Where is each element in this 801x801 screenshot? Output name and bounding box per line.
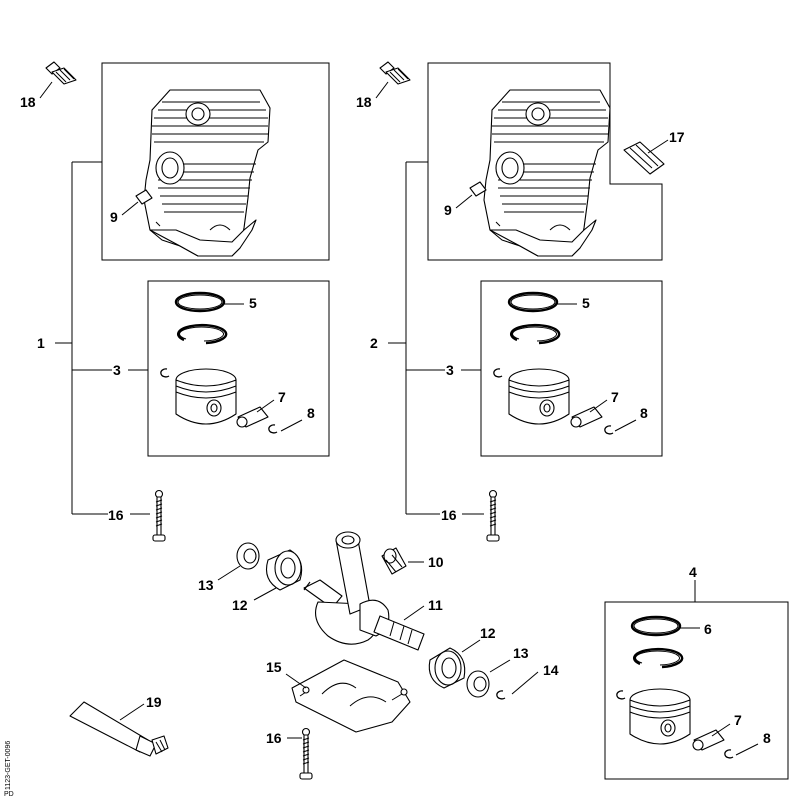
- label-9-right: 9: [444, 202, 452, 218]
- cylinder-frame-right: [427, 62, 663, 261]
- piston-set-4: 4 6 7 8: [604, 564, 789, 780]
- screw-right: [486, 489, 500, 542]
- oil-seal-left: [236, 542, 260, 570]
- label-11: 11: [428, 597, 443, 613]
- piston-rings-4: [630, 615, 684, 669]
- decompression-valve-17: [623, 141, 665, 175]
- label-17: 17: [669, 129, 685, 145]
- group-right: 18 17 9 5 7 8 2 3 16: [356, 61, 685, 542]
- label-18-left: 18: [20, 94, 36, 110]
- screw-bottom: [299, 727, 313, 780]
- snap-ring-14: [496, 690, 506, 700]
- decomp-valve-right: [379, 61, 411, 85]
- piston-pin-4: [692, 729, 725, 751]
- label-10: 10: [428, 554, 444, 570]
- label-3-right: 3: [446, 362, 454, 378]
- label-16-right: 16: [441, 507, 457, 523]
- label-7-set4: 7: [734, 712, 742, 728]
- label-4: 4: [689, 564, 697, 580]
- label-15: 15: [266, 659, 282, 675]
- piston-pin-left: [236, 406, 269, 428]
- label-3-left: 3: [113, 362, 121, 378]
- group-left: 18 9 5 7 8 1 3 16: [20, 61, 330, 542]
- label-8-set4: 8: [763, 730, 771, 746]
- label-13-right: 13: [513, 645, 529, 661]
- piston-frame-left: [147, 280, 330, 457]
- label-5-left: 5: [249, 295, 257, 311]
- label-13-left: 13: [198, 577, 214, 593]
- snap-ring-small-right: [493, 368, 503, 378]
- cylinder-left: [143, 89, 271, 257]
- ball-bearing-right: [428, 647, 466, 689]
- piston-frame-right: [480, 280, 663, 457]
- piston-4: [629, 688, 691, 745]
- label-6: 6: [704, 621, 712, 637]
- grease-tube: [69, 701, 169, 757]
- label-2: 2: [370, 335, 378, 351]
- cylinder-right: [483, 89, 611, 257]
- label-12-left: 12: [232, 597, 248, 613]
- decomp-valve-left: [45, 61, 77, 85]
- snap-ring-small-left: [160, 368, 170, 378]
- label-19: 19: [146, 694, 162, 710]
- label-18-right: 18: [356, 94, 372, 110]
- label-12-right: 12: [480, 625, 496, 641]
- piston-rings-left: [174, 291, 228, 345]
- snap-ring-small-4: [616, 690, 626, 700]
- label-7-left: 7: [278, 389, 286, 405]
- needle-cage: [381, 547, 407, 575]
- piston-left: [175, 368, 237, 425]
- oil-seal-right: [466, 670, 490, 698]
- label-16-bottom: 16: [266, 730, 282, 746]
- crankcase: [291, 659, 411, 733]
- side-code: 1123-GET-0096: [5, 741, 12, 790]
- label-14: 14: [543, 662, 559, 678]
- label-9-left: 9: [110, 209, 118, 225]
- piston-frame-4: [604, 601, 789, 780]
- label-5-right: 5: [582, 295, 590, 311]
- ball-bearing-left: [265, 549, 303, 591]
- nipple-right: [469, 181, 487, 197]
- crankshaft-area: 13 12 11 10: [198, 531, 559, 700]
- label-8-left: 8: [307, 405, 315, 421]
- screw-left: [152, 489, 166, 542]
- label-8-right: 8: [640, 405, 648, 421]
- hookless-snap-ring-left: [268, 424, 278, 434]
- hookless-snap-ring-4: [724, 749, 734, 759]
- piston-pin-right: [570, 406, 603, 428]
- hookless-snap-ring-right: [604, 425, 614, 435]
- piston-rings-right: [507, 291, 561, 345]
- label-1: 1: [37, 335, 45, 351]
- side-tag: PD: [4, 791, 14, 798]
- nipple-left: [135, 189, 153, 205]
- label-16-left: 16: [108, 507, 124, 523]
- label-7-right: 7: [611, 389, 619, 405]
- piston-right: [508, 368, 570, 425]
- crankshaft: [303, 531, 425, 651]
